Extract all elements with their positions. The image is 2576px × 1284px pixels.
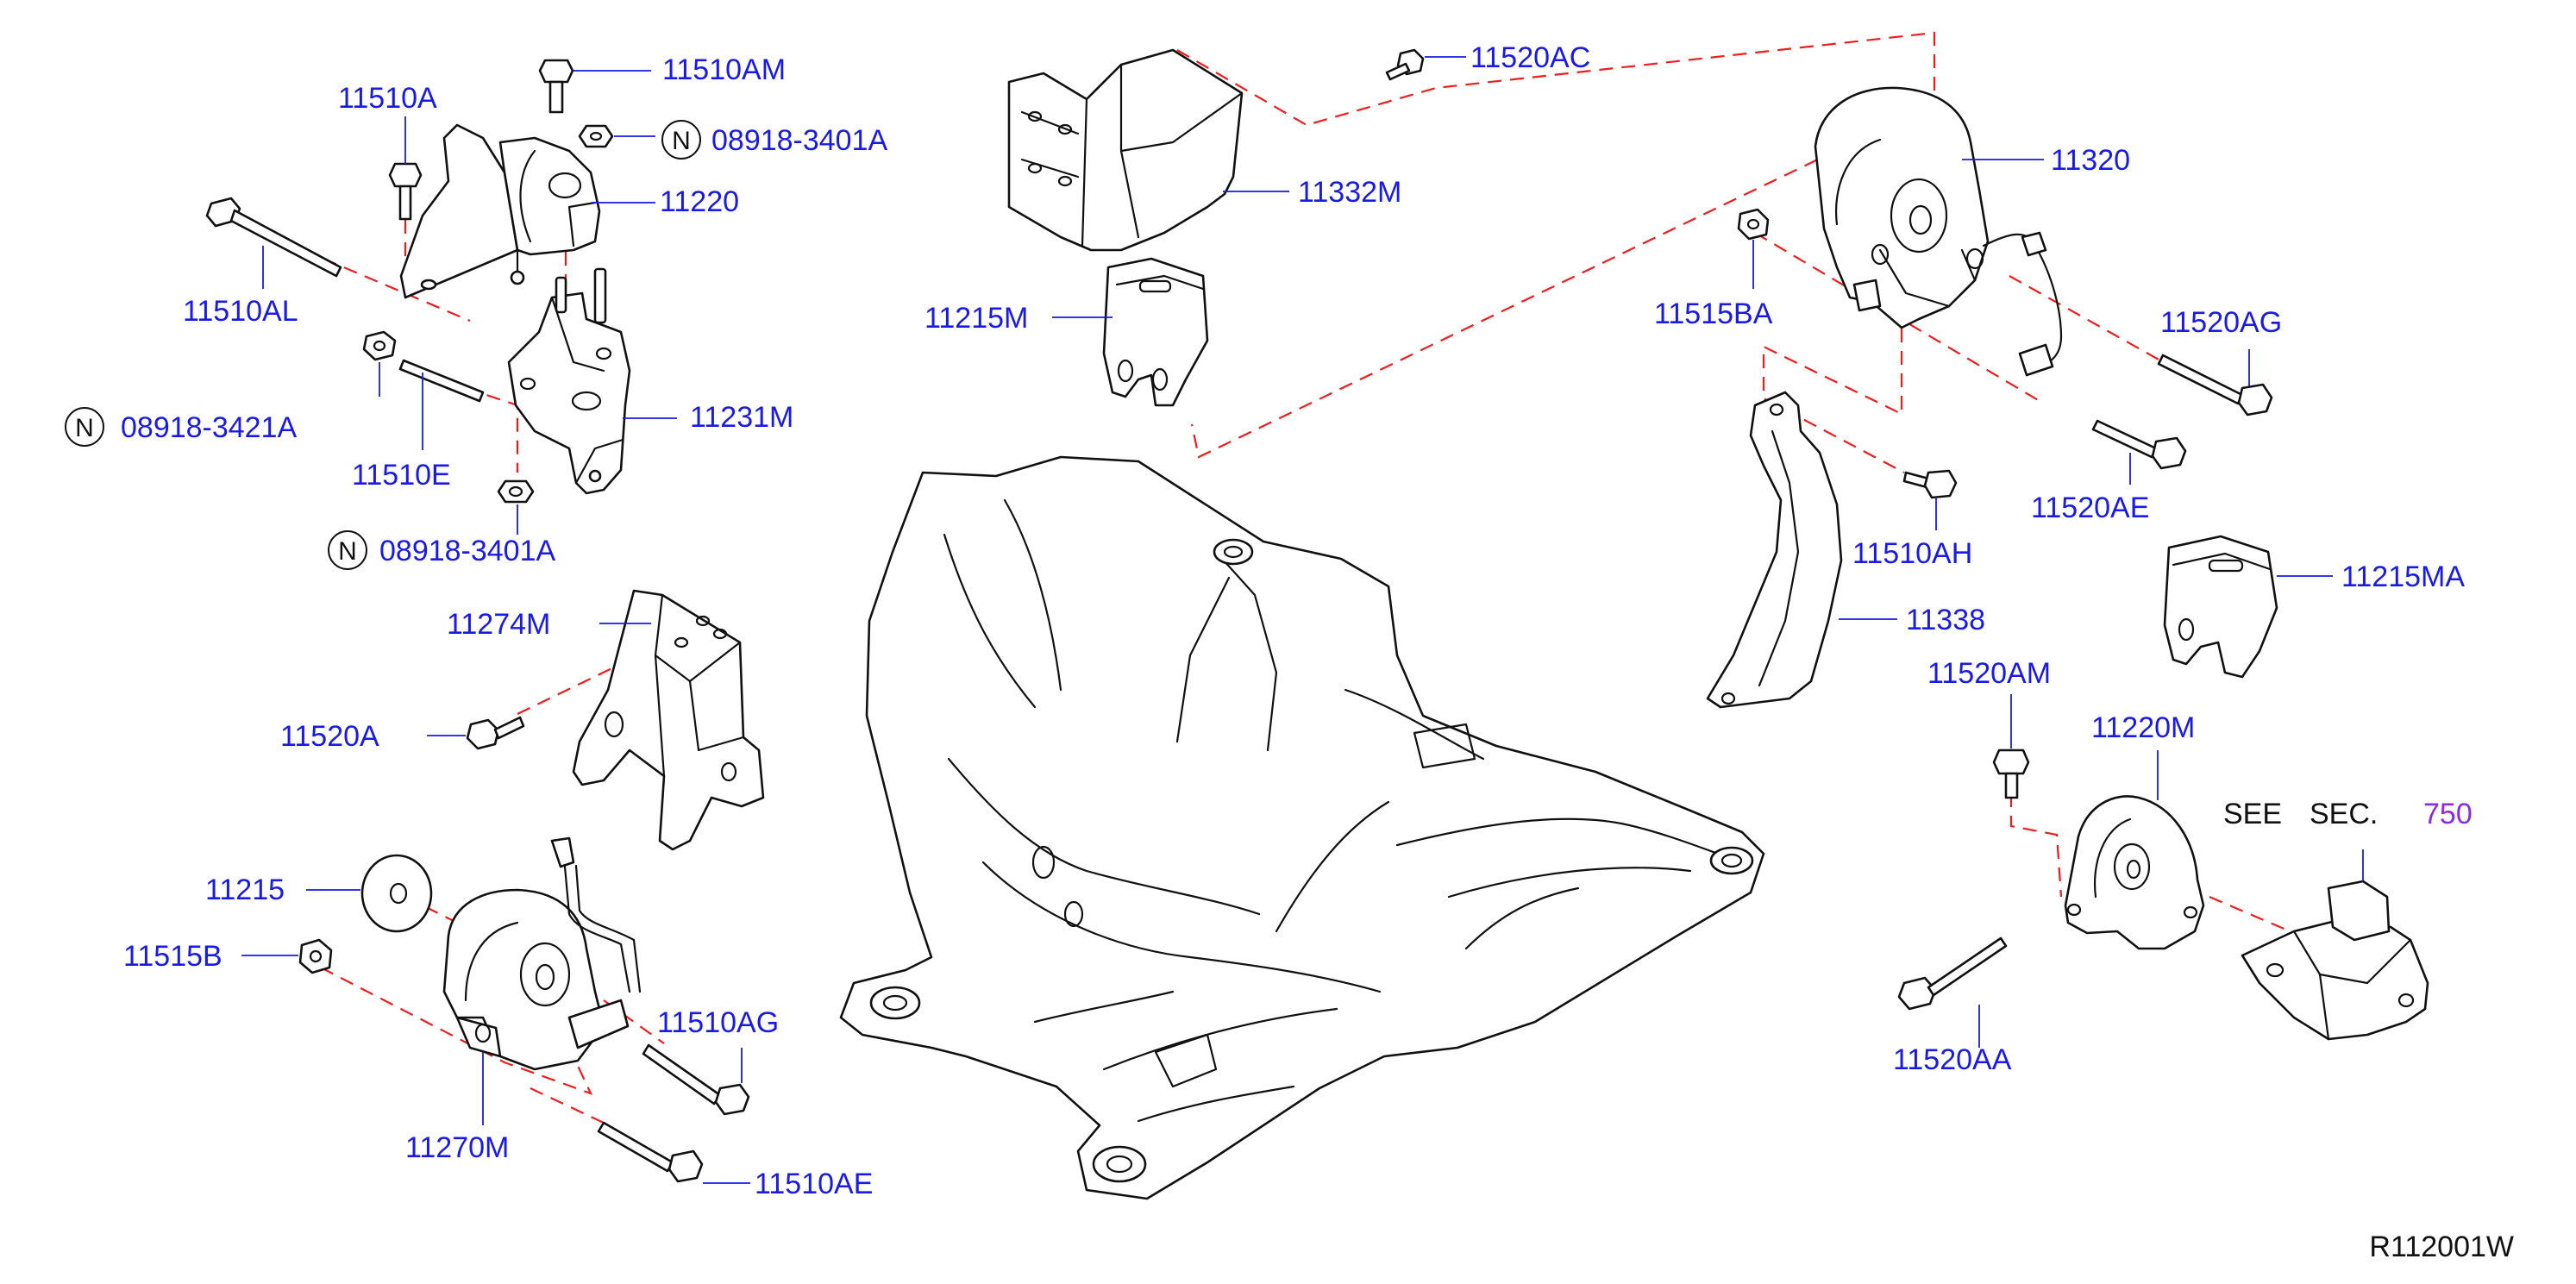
part-label-11220[interactable]: 11220: [660, 185, 739, 218]
dash-11520AG: [2009, 275, 2161, 361]
part-label-11510AL[interactable]: 11510AL: [183, 295, 298, 328]
see-section-reference: SEE SEC. 750: [2223, 798, 2473, 830]
bolt-11510AL: [205, 197, 342, 278]
engine-mount-11270M: [442, 836, 642, 1071]
dash-11510E: [465, 386, 519, 473]
part-label-08918-3421A[interactable]: 08918-3421A: [121, 411, 298, 444]
bolt-11510AG: [642, 1043, 750, 1116]
see-text: SEE: [2223, 798, 2282, 830]
fastener-11520AC: [1385, 48, 1425, 81]
part-label-11520AE[interactable]: 11520AE: [2031, 492, 2149, 524]
dash-11520A: [517, 663, 622, 715]
part-label-11510AG[interactable]: 11510AG: [657, 1006, 779, 1039]
dash-11332M-to-11320: [1176, 31, 1936, 459]
bolt-11520AG: [2157, 354, 2273, 417]
leader-lines: [241, 56, 2364, 1184]
engine-mount-11220M: [2064, 795, 2205, 950]
nut-08918-3401A-bottom: [497, 479, 535, 504]
part-label-11332M[interactable]: 11332M: [1298, 176, 1401, 209]
sec-number-link[interactable]: 750: [2423, 798, 2473, 830]
fastener-11510AM: [538, 59, 574, 114]
sec-text: SEC.: [2310, 798, 2378, 830]
note-mark-08918-3401A-bottom: N: [328, 530, 367, 570]
part-label-11515B[interactable]: 11515B: [123, 940, 223, 973]
part-label-11510AM[interactable]: 11510AM: [662, 53, 786, 86]
part-label-11215[interactable]: 11215: [205, 874, 285, 906]
part-label-11274M[interactable]: 11274M: [447, 608, 550, 641]
note-mark-letter: N: [338, 537, 357, 566]
part-label-11510E[interactable]: 11510E: [352, 459, 451, 492]
part-label-11520AG[interactable]: 11520AG: [2160, 306, 2282, 339]
part-label-11510AH[interactable]: 11510AH: [1852, 537, 1972, 570]
part-label-11338[interactable]: 11338: [1906, 604, 1985, 636]
part-label-11215M[interactable]: 11215M: [924, 302, 1028, 335]
bolt-11520AA: [1897, 936, 2008, 1011]
nut-08918-3401A-top: [578, 124, 614, 148]
washer-11215: [360, 854, 433, 933]
part-label-11270M[interactable]: 11270M: [405, 1131, 509, 1164]
bolt-11520AE: [2091, 419, 2187, 470]
part-label-11231M[interactable]: 11231M: [690, 401, 793, 434]
fastener-11510A: [388, 162, 423, 221]
bolt-11510AH: [1902, 469, 1958, 499]
dash-11220M-to-sec750: [2209, 895, 2295, 935]
part-label-11510AE[interactable]: 11510AE: [755, 1168, 873, 1200]
dash-11515B: [320, 967, 593, 1095]
front-suspension-member: [839, 455, 1765, 1200]
part-label-08918-3401A-top[interactable]: 08918-3401A: [711, 124, 888, 157]
bracket-11274M: [572, 589, 765, 851]
part-label-11220M[interactable]: 11220M: [2091, 711, 2195, 744]
part-label-11215MA[interactable]: 11215MA: [2341, 561, 2465, 593]
note-mark-08918-3421A: N: [65, 407, 104, 447]
bolt-11520A: [466, 716, 525, 750]
bracket-sec-750: [2241, 880, 2429, 1041]
note-mark-letter: N: [672, 127, 691, 155]
insulator-11215MA: [2163, 535, 2278, 679]
bracket-11332M: [1007, 48, 1244, 252]
bolt-11510AE: [597, 1121, 704, 1183]
dash-11510AL: [323, 257, 471, 323]
part-label-11520AA[interactable]: 11520AA: [1893, 1043, 2012, 1076]
dash-11520AM: [2009, 793, 2063, 898]
bolt-11520AM: [1992, 748, 2030, 799]
note-mark-08918-3401A-top: N: [661, 120, 701, 160]
dash-11510AE: [530, 1087, 605, 1124]
part-label-11320[interactable]: 11320: [2051, 144, 2130, 177]
nut-11515B: [298, 938, 333, 974]
engine-mount-11220: [399, 123, 601, 299]
bracket-11338: [1706, 391, 1843, 709]
part-labels: 11510AM 11510A 08918-3401A 11220 11510AL…: [121, 41, 2465, 1200]
bolt-11510E: [398, 359, 485, 403]
engine-mount-11320: [1814, 86, 2063, 377]
part-label-11520AC[interactable]: 11520AC: [1470, 41, 1590, 74]
note-mark-letter: N: [75, 414, 94, 442]
part-label-11510A[interactable]: 11510A: [338, 82, 437, 115]
part-label-08918-3401A-bottom[interactable]: 08918-3401A: [379, 535, 556, 567]
insulator-11215M: [1102, 257, 1209, 407]
diagram-reference-code: R112001W: [2369, 1231, 2514, 1263]
part-label-11520AM[interactable]: 11520AM: [1927, 657, 2051, 690]
nut-08918-3421A: [362, 330, 397, 361]
engine-mount-bracket-11231M: [507, 267, 631, 495]
dash-11320-to-11338: [1762, 306, 1905, 473]
part-label-11515BA[interactable]: 11515BA: [1654, 298, 1773, 330]
part-label-11520A[interactable]: 11520A: [280, 720, 379, 753]
nut-11515BA: [1737, 208, 1770, 241]
